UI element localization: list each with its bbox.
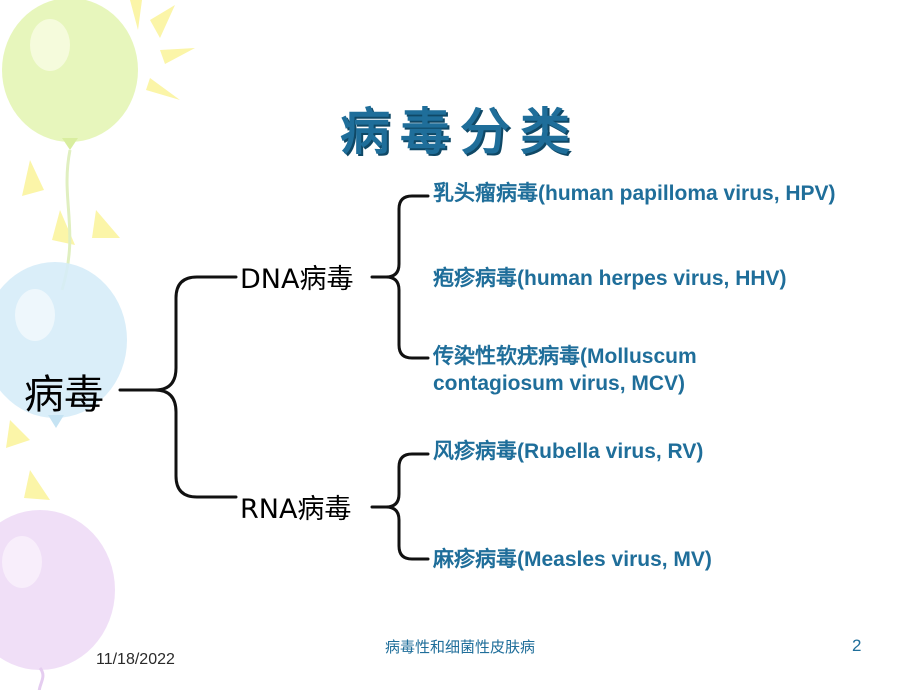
leaf-mv: 麻疹病毒(Measles virus, MV) — [433, 546, 712, 573]
leaf-rv: 风疹病毒(Rubella virus, RV) — [433, 438, 703, 465]
footer-title: 病毒性和细菌性皮肤病 — [384, 638, 535, 656]
branch-dna: DNA病毒 — [240, 264, 354, 295]
root-node: 病毒 — [24, 372, 104, 418]
leaf-text: 乳头瘤病毒(human papilloma virus, HPV) — [433, 182, 836, 205]
slide-title: 病毒分类 — [340, 103, 580, 161]
leaf-hhv: 疱疹病毒(human herpes virus, HHV) — [433, 265, 787, 292]
footer-date: 11/18/2022 — [96, 651, 175, 668]
leaf-text: 风疹病毒(Rubella virus, RV) — [433, 440, 704, 463]
balloon-decoration — [0, 0, 195, 690]
green-balloon — [2, 0, 138, 291]
root-bracket — [118, 275, 238, 499]
leaf-text: 疱疹病毒(human herpes virus, HHV) — [433, 267, 787, 290]
leaf-text: contagiosum virus, MCV) — [433, 372, 686, 395]
blue-balloon — [0, 262, 127, 428]
page-number: 2 — [852, 636, 862, 655]
leaf-hpv: 乳头瘤病毒(human papilloma virus, HPV) — [433, 180, 836, 207]
leaf-text: 麻疹病毒(Measles virus, MV) — [433, 548, 712, 571]
leaf-text: 传染性软疣病毒(Molluscum — [433, 345, 697, 368]
leaf-mcv: 传染性软疣病毒(Molluscum contagiosum virus, MCV… — [433, 343, 697, 397]
sun-rays — [6, 0, 195, 500]
rna-bracket — [370, 452, 430, 561]
dna-bracket — [370, 194, 430, 360]
purple-balloon — [0, 510, 115, 690]
branch-rna: RNA病毒 — [240, 494, 352, 525]
